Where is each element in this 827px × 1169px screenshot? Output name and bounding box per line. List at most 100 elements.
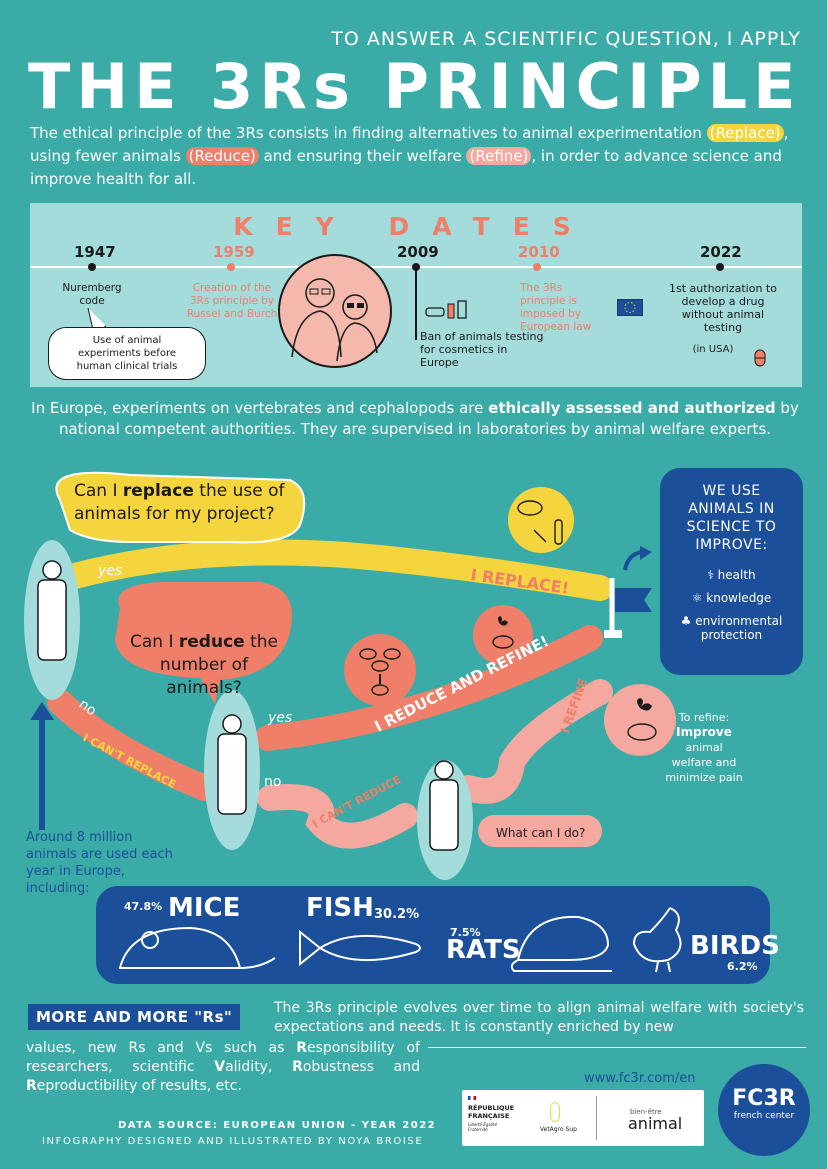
year-2010: 2010	[518, 243, 560, 261]
bea-logo-small: bien-être	[630, 1108, 662, 1116]
q-bold: reduce	[178, 632, 245, 652]
reduce-refine-path	[255, 625, 603, 751]
q-text: Can I	[74, 481, 123, 501]
fish-pct: 30.2%	[374, 907, 420, 922]
mice-pct: 47.8%	[124, 900, 163, 913]
date-text-2010: The 3Rs principle is imposed by European…	[520, 282, 592, 333]
we-use-item-health: ⚕ health	[660, 568, 803, 582]
data-source: DATA SOURCE: EUROPEAN UNION - YEAR 2022	[118, 1120, 437, 1131]
we-use-item-environment: ♣ environmental protection	[660, 614, 803, 642]
q-text: the number of animals?	[159, 632, 278, 698]
bea-logo-big: animal	[628, 1114, 683, 1133]
reduce-highlight: (Reduce)	[185, 147, 259, 165]
cant-reduce-path	[257, 784, 418, 849]
yes-label: yes	[97, 563, 122, 579]
divider	[428, 1047, 806, 1048]
header-kicker: TO ANSWER A SCIENTIFIC QUESTION, I APPLY	[331, 28, 801, 50]
year-2022: 2022	[700, 243, 742, 261]
timeline-dot	[716, 263, 724, 271]
timeline-dot	[227, 263, 235, 271]
rf-motto: Liberté Égalité Fraternité	[468, 1122, 498, 1132]
intro-text: The ethical principle of the 3Rs consist…	[30, 124, 707, 142]
we-use-label: environmental protection	[695, 614, 783, 642]
more-rs-badge: MORE AND MORE "Rs"	[28, 1004, 241, 1030]
replace-highlight: (Replace)	[706, 124, 784, 142]
q-text: Can I	[130, 632, 179, 652]
rf-line: RÉPUBLIQUE	[468, 1104, 515, 1112]
more-text: alidity,	[225, 1059, 293, 1075]
more-text: obustness and	[302, 1059, 420, 1075]
birds-pct: 6.2%	[727, 960, 758, 973]
eu-flag-icon	[617, 299, 643, 316]
website-link[interactable]: www.fc3r.com/en	[584, 1071, 696, 1086]
date-text-2009: Ban of animals testing for cosmetics in …	[420, 330, 544, 369]
date-text-1947: Nuremberg code	[62, 282, 122, 307]
mouse-icon	[118, 926, 276, 969]
replace-path	[47, 539, 613, 601]
fc3r-sub: french center	[733, 1111, 795, 1121]
we-use-label: health	[717, 568, 756, 582]
rf-line: FRANÇAISE	[468, 1112, 510, 1120]
date-note-2022: (in USA)	[692, 344, 734, 355]
intro-text: and ensuring their welfare	[258, 147, 467, 165]
capsule-icon	[754, 349, 766, 367]
more-bold: R	[296, 1040, 307, 1056]
question-reduce: Can I reduce the number of animals?	[124, 631, 284, 700]
no-label: no	[264, 774, 281, 790]
vetagro-mark-icon	[550, 1102, 560, 1122]
we-use-label: knowledge	[706, 591, 772, 605]
date-text-2022: 1st authorization to develop a drug with…	[669, 282, 777, 334]
animal-count-text: Around 8 million animals are used each y…	[26, 830, 173, 896]
flow-diagram: I REPLACE! I REDUCE AND REFINE! I REFINE…	[24, 471, 676, 880]
what-can-i-do-text: What can I do?	[496, 826, 585, 840]
refine-note-label: To refine:	[678, 711, 730, 724]
year-1947: 1947	[74, 243, 116, 261]
q-text: the use of animals for my project?	[74, 481, 285, 524]
year-2009: 2009	[397, 243, 439, 261]
europe-text: by national competent authorities. They …	[58, 399, 799, 438]
year-1959: 1959	[213, 243, 255, 261]
key-dates-heading: KEY DATES	[233, 212, 594, 241]
fc3r-logo: FC3R french center	[718, 1064, 810, 1156]
page-title: THE 3Rs PRINCIPLE	[28, 50, 802, 123]
intro-text: , using fewer animals	[30, 124, 789, 165]
refine-path	[455, 679, 613, 804]
atom-icon: ⚛	[691, 591, 707, 605]
europe-text: In Europe, experiments on vertebrates an…	[31, 399, 489, 417]
mice-label: MICE	[168, 893, 241, 923]
date-text-1959: Creation of the 3Rs principle by Russel …	[186, 282, 278, 320]
speech-bubble-1947: Use of animal experiments before human c…	[48, 327, 206, 380]
refine-note: To refine: Improve animal welfare and mi…	[664, 710, 744, 785]
credit: INFOGRAPHY DESIGNED AND ILLUSTRATED BY N…	[42, 1136, 424, 1147]
fc3r-main: FC3R	[732, 1086, 796, 1111]
more-text: esponsibility of researchers, scientific	[26, 1040, 420, 1075]
marianne-icon	[468, 1096, 476, 1100]
rat-icon	[510, 915, 612, 972]
bird-icon	[632, 907, 682, 973]
refine-note-bold: Improve	[676, 725, 732, 739]
timeline-dot	[533, 263, 541, 271]
refine-note-text: animal welfare and minimize pain	[665, 741, 743, 784]
birds-label: BIRDS	[690, 931, 780, 961]
more-text-line1: The 3Rs principle evolves over time to a…	[274, 1000, 804, 1035]
we-use-heading: WE USE ANIMALS IN SCIENCE TO IMPROVE:	[686, 483, 777, 553]
rats-pct: 7.5%	[450, 926, 481, 939]
more-text: values, new Rs and Vs such as	[26, 1040, 297, 1056]
europe-bold: ethically assessed and authorized	[488, 399, 776, 417]
europe-paragraph: In Europe, experiments on vertebrates an…	[30, 398, 800, 440]
fish-label: FISH	[306, 893, 374, 923]
cant-replace-path	[47, 689, 218, 801]
russel-burch-portrait-icon	[278, 254, 392, 368]
more-text: eproductibility of results, etc.	[36, 1078, 242, 1094]
we-use-item-knowledge: ⚛ knowledge	[660, 591, 803, 605]
rats-label: RATS	[446, 935, 521, 965]
timeline-dot	[412, 263, 420, 271]
refine-highlight: (Refine)	[466, 147, 532, 165]
more-bold: R	[26, 1078, 37, 1094]
more-text-line2: values, new Rs and Vs such as Responsibi…	[26, 1039, 420, 1096]
more-bold: V	[214, 1059, 226, 1075]
stethoscope-icon: ⚕	[707, 568, 718, 582]
q-bold: replace	[122, 481, 194, 501]
